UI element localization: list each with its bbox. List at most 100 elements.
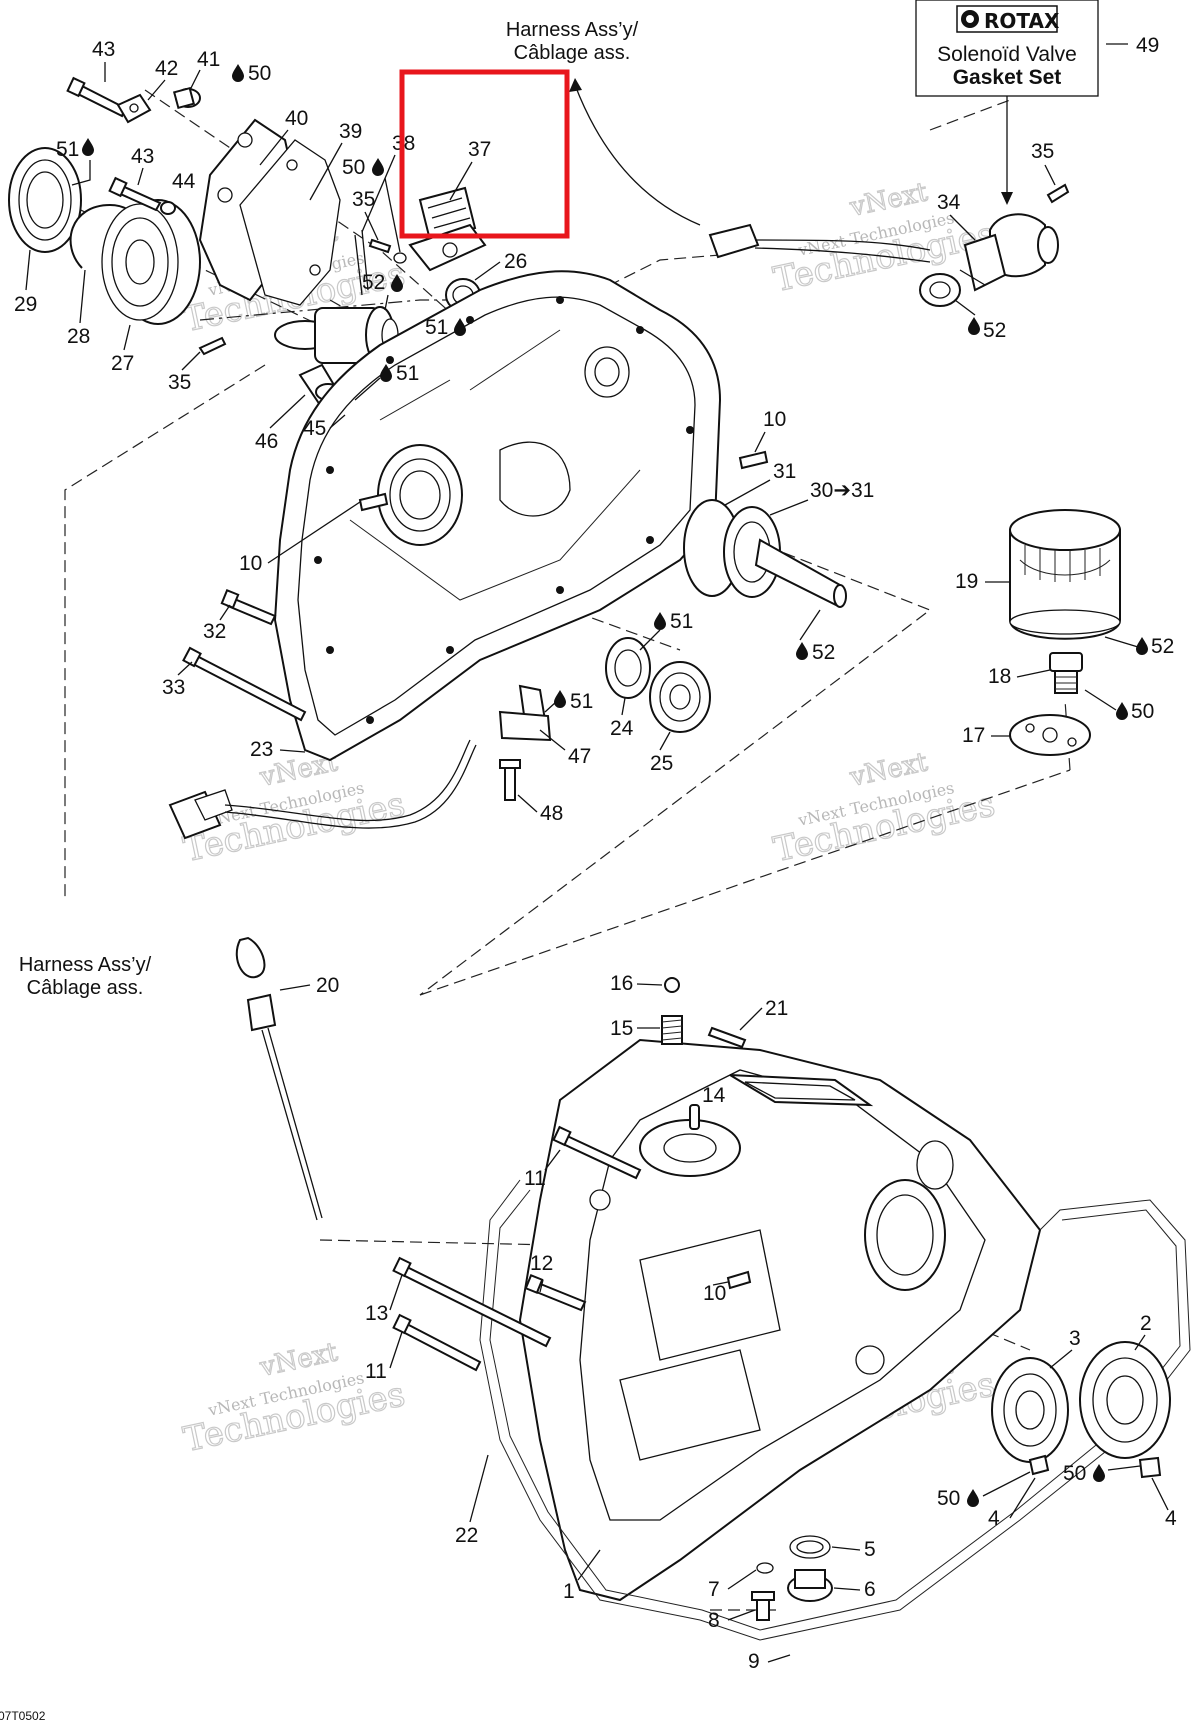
callout-52-filter: 52: [1151, 635, 1174, 658]
callout-17: 17: [962, 724, 985, 747]
screw-35-left: [198, 336, 227, 356]
bolt-33: [182, 646, 307, 722]
callout-14: 14: [702, 1084, 726, 1107]
callout-32: 32: [203, 620, 226, 643]
callout-50-bearing3: 50: [937, 1487, 960, 1510]
screw-35-center: [368, 238, 392, 254]
speed-sensor-47: [498, 684, 552, 742]
callout-49: 49: [1136, 34, 1159, 57]
shaft-30: [683, 499, 847, 608]
bearing-2: [1079, 1341, 1171, 1459]
plug-41: [172, 86, 201, 110]
bolt-48: [499, 759, 521, 801]
harness-connector-top: [708, 223, 931, 263]
callout-50-filter: 50: [1131, 700, 1154, 723]
callout-50-top: 50: [248, 62, 271, 85]
screw-35-right: [1046, 183, 1070, 204]
plug-6: [787, 1569, 833, 1602]
callout-41: 41: [197, 48, 220, 71]
crankcase-1: [518, 1038, 1042, 1602]
washer-44: [160, 201, 176, 215]
callout-47: 47: [568, 745, 591, 768]
bolt-11-upper: [552, 1125, 642, 1180]
figure-code: 07T0502: [0, 1709, 46, 1723]
ball-16: [664, 977, 680, 993]
seal-29: [8, 147, 82, 253]
dipstick-20: [235, 936, 323, 1221]
callout-25: 25: [650, 752, 673, 775]
harness-connector-left: [168, 739, 477, 840]
gasket-22: [479, 1179, 1191, 1641]
callout-23: 23: [250, 738, 273, 761]
screw-4-right: [1138, 1456, 1162, 1479]
callout-52-center: 52: [362, 271, 385, 294]
connector-37: [408, 186, 487, 272]
rotax-logo-icon: [961, 10, 979, 28]
kit-box-brand: ROTAX: [984, 9, 1060, 33]
bolt-12: [524, 1273, 587, 1312]
watermark-top-right: vNext vNext Technologies Technologies: [769, 177, 999, 301]
callout-35-left: 35: [168, 371, 191, 394]
bolt-11-lower: [392, 1313, 482, 1372]
svg-text:Harness Ass’y/: Harness Ass’y/: [19, 954, 152, 976]
callout-30-31: 30➔31: [810, 479, 874, 502]
callout-6: 6: [864, 1578, 876, 1601]
o-ring-50: [393, 252, 407, 264]
callout-35-right: 35: [1031, 140, 1054, 163]
harness-label-left: Harness Ass’y/ Câblage ass.: [19, 954, 152, 999]
callout-33: 33: [162, 676, 185, 699]
callout-26: 26: [504, 250, 527, 273]
callout-44: 44: [172, 170, 196, 193]
kit-box-line2: Gasket Set: [953, 66, 1062, 89]
callout-51-sensor: 51: [570, 690, 593, 713]
svg-text:Câblage ass.: Câblage ass.: [27, 977, 144, 999]
callout-51-center: 51: [425, 316, 448, 339]
callout-7: 7: [708, 1578, 720, 1601]
pin-14: [689, 1104, 700, 1130]
callout-4-left: 4: [988, 1507, 1000, 1530]
callout-45: 45: [303, 417, 326, 440]
svg-text:Câblage ass.: Câblage ass.: [514, 42, 631, 64]
callout-20: 20: [316, 974, 339, 997]
bolt-43-top: [66, 76, 127, 118]
bolt-8: [751, 1591, 775, 1621]
callout-8: 8: [708, 1609, 720, 1632]
callout-15: 15: [610, 1017, 633, 1040]
callout-48: 48: [540, 802, 563, 825]
spring-15: [661, 1015, 683, 1045]
callout-3: 3: [1069, 1327, 1081, 1350]
highlight-box-part-37: [399, 69, 570, 239]
crankcase-cover-23: [273, 270, 722, 762]
nipple-18: [1049, 652, 1083, 694]
callout-43-top: 43: [92, 38, 115, 61]
callout-27: 27: [111, 352, 134, 375]
callout-18: 18: [988, 665, 1011, 688]
callout-42: 42: [155, 57, 178, 80]
screw-4-left: [1028, 1454, 1050, 1476]
svg-text:Harness Ass’y/: Harness Ass’y/: [506, 19, 639, 41]
bolt-32: [220, 588, 277, 626]
oil-filter-19: [1009, 509, 1121, 640]
dowel-pin-10-right: [738, 450, 769, 470]
o-ring-5: [789, 1535, 831, 1559]
callout-40: 40: [285, 107, 308, 130]
harness-label-top: Harness Ass’y/ Câblage ass.: [506, 19, 639, 64]
gasket-39: [239, 139, 341, 306]
bolt-43-mid: [108, 176, 162, 212]
callout-10-cover: 10: [239, 552, 262, 575]
callout-51-top: 51: [56, 138, 79, 161]
callout-28: 28: [67, 325, 90, 348]
bearing-27: [101, 199, 201, 325]
callout-10-lower: 10: [703, 1282, 726, 1305]
pin-21: [707, 1026, 747, 1049]
callout-51-shaft: 51: [670, 610, 693, 633]
callout-12: 12: [530, 1252, 553, 1275]
callout-10-right: 10: [763, 408, 786, 431]
callout-13: 13: [365, 1302, 388, 1325]
solenoid-valve: [274, 306, 399, 364]
callout-29: 29: [14, 293, 37, 316]
callout-31: 31: [773, 460, 796, 483]
callout-labels: 43 42 41 50 51 43 44 40 39 38 37 50 35 5…: [14, 38, 1177, 1673]
pin-38: [354, 229, 369, 296]
